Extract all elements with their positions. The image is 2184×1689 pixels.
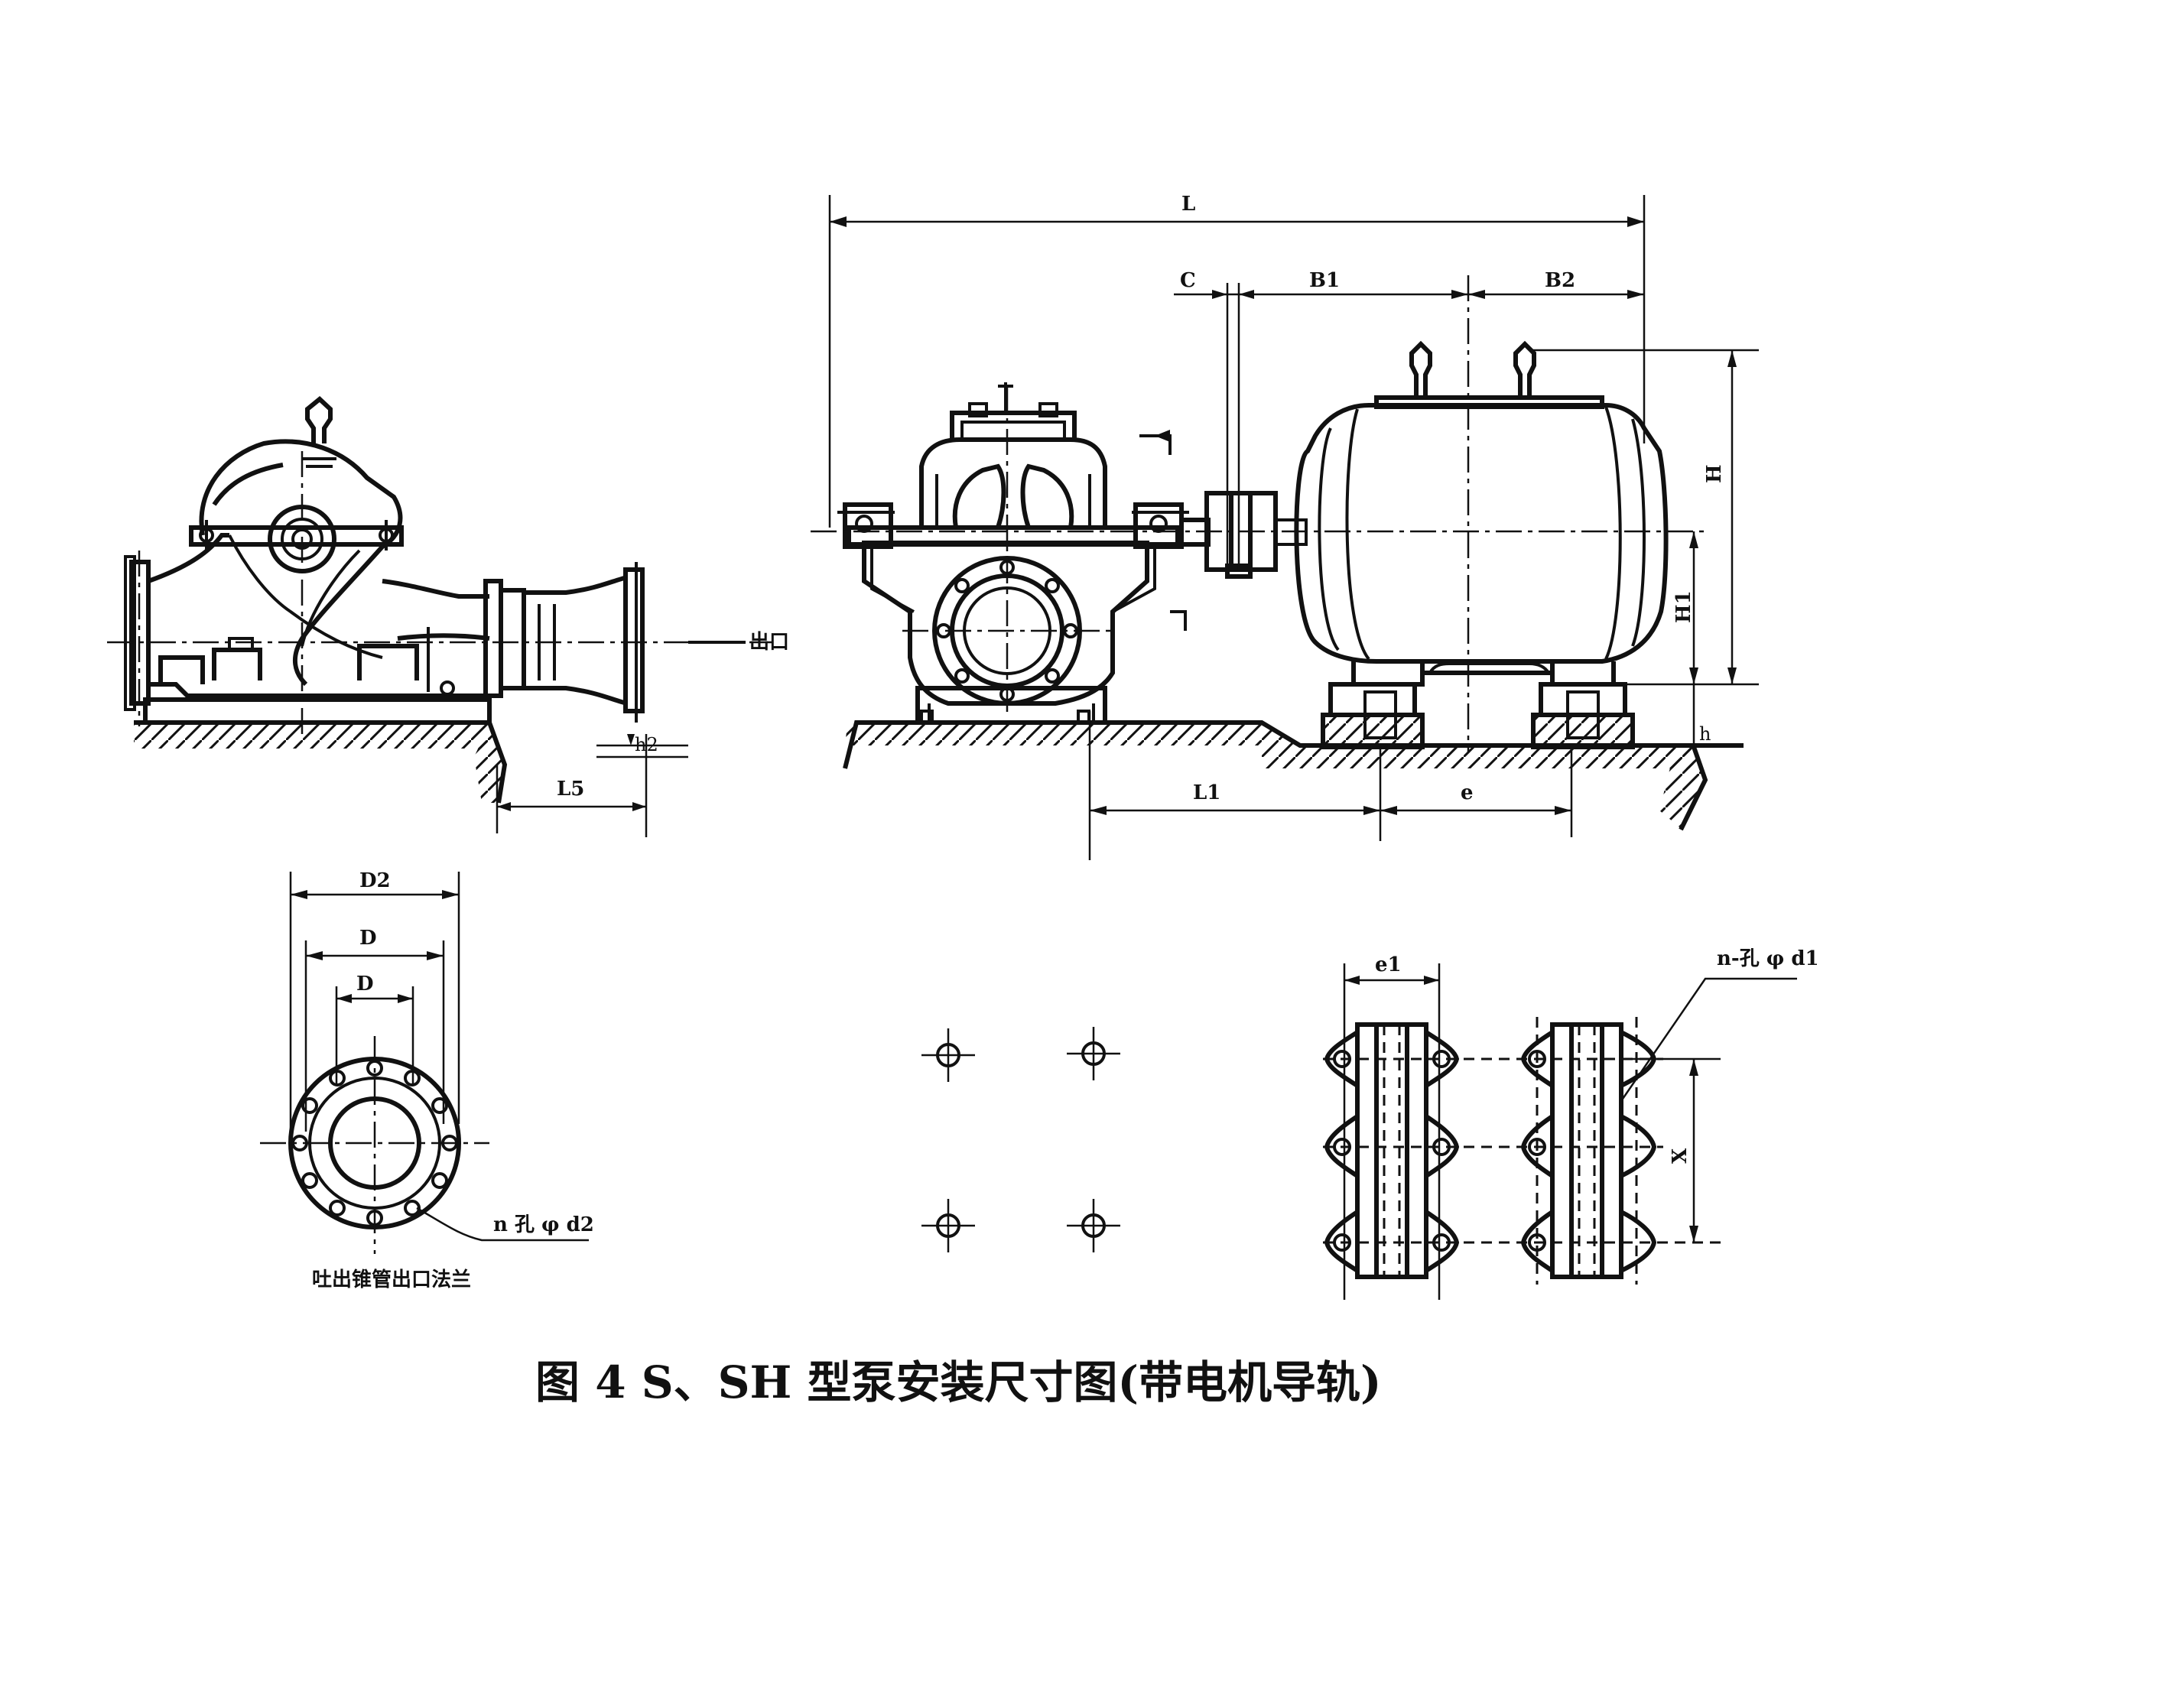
dim-L: L <box>828 193 1646 528</box>
dim-C-B1-B2: C B1 B2 <box>1174 269 1644 570</box>
bolt-mark <box>1067 1199 1120 1252</box>
dim-X: X <box>1621 1057 1721 1242</box>
rail-left <box>1324 1022 1460 1279</box>
motor <box>1294 340 1669 749</box>
dim-B2-label: B2 <box>1545 269 1575 292</box>
dim-H-label: H <box>1703 464 1726 483</box>
flange-caption: 吐出锥管出口法兰 <box>312 1268 471 1291</box>
dim-L1-e: L1 e <box>1088 711 1573 860</box>
flange-holes-label: n 孔 φ d2 <box>493 1213 594 1236</box>
bolt-mark <box>921 1199 975 1252</box>
dim-e-label: e <box>1461 781 1474 804</box>
dim-D-label: D <box>359 927 377 950</box>
dim-h-label: h <box>1699 723 1711 745</box>
bolt-mark <box>921 1028 975 1082</box>
dim-D2-label: D2 <box>359 869 391 892</box>
dim-e1: e1 <box>1343 953 1441 1300</box>
pump-side-view: 出口 L5 h2 <box>107 396 789 837</box>
rail-holes-label: n-孔 φ d1 <box>1717 947 1819 970</box>
flange-bolt-holes <box>291 1060 458 1226</box>
dim-B1-label: B1 <box>1309 269 1340 292</box>
outlet-flange-view: D2 D D <box>260 869 594 1291</box>
bolt-mark <box>1067 1027 1120 1080</box>
dim-X-label: X <box>1669 1148 1692 1164</box>
dim-e1-label: e1 <box>1375 953 1402 976</box>
dim-small-label: h2 <box>635 734 658 755</box>
rail-right <box>1520 1022 1657 1279</box>
dim-H1-label: H1 <box>1672 590 1695 623</box>
figure-caption: 图 4 S、SH 型泵安装尺寸图(带电机导轨) <box>535 1356 1381 1408</box>
dim-L1-label: L1 <box>1193 781 1220 804</box>
foundation-bolt-marks <box>921 1027 1120 1252</box>
dim-L5-label: L5 <box>557 778 584 801</box>
dim-L5: L5 <box>496 734 648 837</box>
outlet-label: 出口 <box>749 631 789 654</box>
dim-L-label: L <box>1181 193 1195 216</box>
guide-rail-view: e1 <box>1323 947 1819 1300</box>
side-view-ground <box>134 720 508 804</box>
dim-D-inner-label: D <box>356 973 374 996</box>
dim-H-H1-h: H H1 h <box>1529 349 1759 747</box>
dim-D2: D2 <box>289 869 460 1139</box>
pump-motor-front-view: L C B1 B2 H H1 h <box>811 193 1759 860</box>
dim-C-label: C <box>1180 269 1196 292</box>
